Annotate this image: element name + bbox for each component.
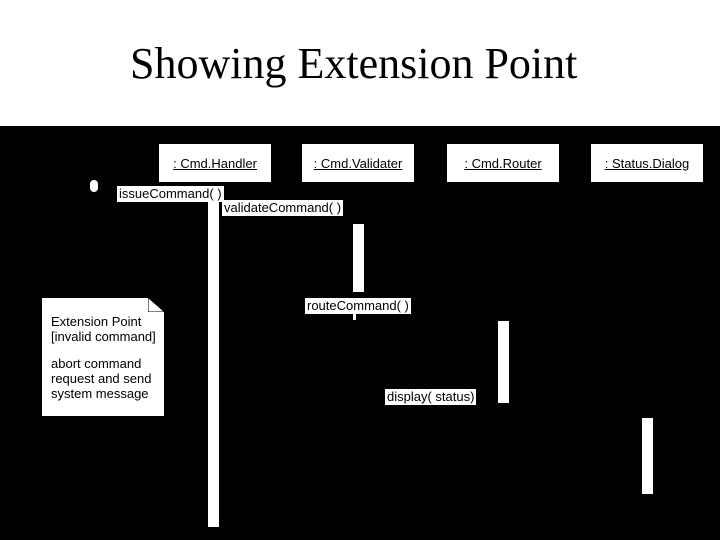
slide-title: Showing Extension Point bbox=[130, 39, 578, 88]
message-issue-command: issueCommand( ) bbox=[117, 186, 224, 202]
message-route-command: routeCommand( ) bbox=[305, 298, 411, 314]
note-fold-icon bbox=[148, 298, 164, 312]
object-cmd-validater: : Cmd.Validater bbox=[301, 143, 415, 183]
sequence-diagram: : Cmd.Handler : Cmd.Validater : Cmd.Rout… bbox=[0, 126, 720, 540]
note-line-2: [invalid command] bbox=[51, 329, 156, 344]
activation-cmd-handler bbox=[208, 200, 219, 527]
activation-cmd-validater-1 bbox=[353, 224, 364, 292]
message-display-status: display( status) bbox=[385, 389, 477, 405]
object-status-dialog: : Status.Dialog bbox=[590, 143, 704, 183]
activation-status-dialog bbox=[642, 418, 653, 494]
message-validate-command: validateCommand( ) bbox=[222, 200, 344, 216]
note-line-5: system message bbox=[51, 386, 149, 401]
title-band: Showing Extension Point bbox=[0, 0, 720, 126]
activation-cmd-router bbox=[498, 321, 509, 403]
object-cmd-router: : Cmd.Router bbox=[446, 143, 560, 183]
extension-point-note: Extension Point [invalid command] abort … bbox=[42, 298, 164, 416]
note-line-3: abort command bbox=[51, 356, 142, 371]
note-line-4: request and send bbox=[51, 371, 152, 386]
start-marker bbox=[90, 180, 98, 192]
object-cmd-handler: : Cmd.Handler bbox=[158, 143, 272, 183]
note-line-1: Extension Point bbox=[51, 314, 142, 329]
